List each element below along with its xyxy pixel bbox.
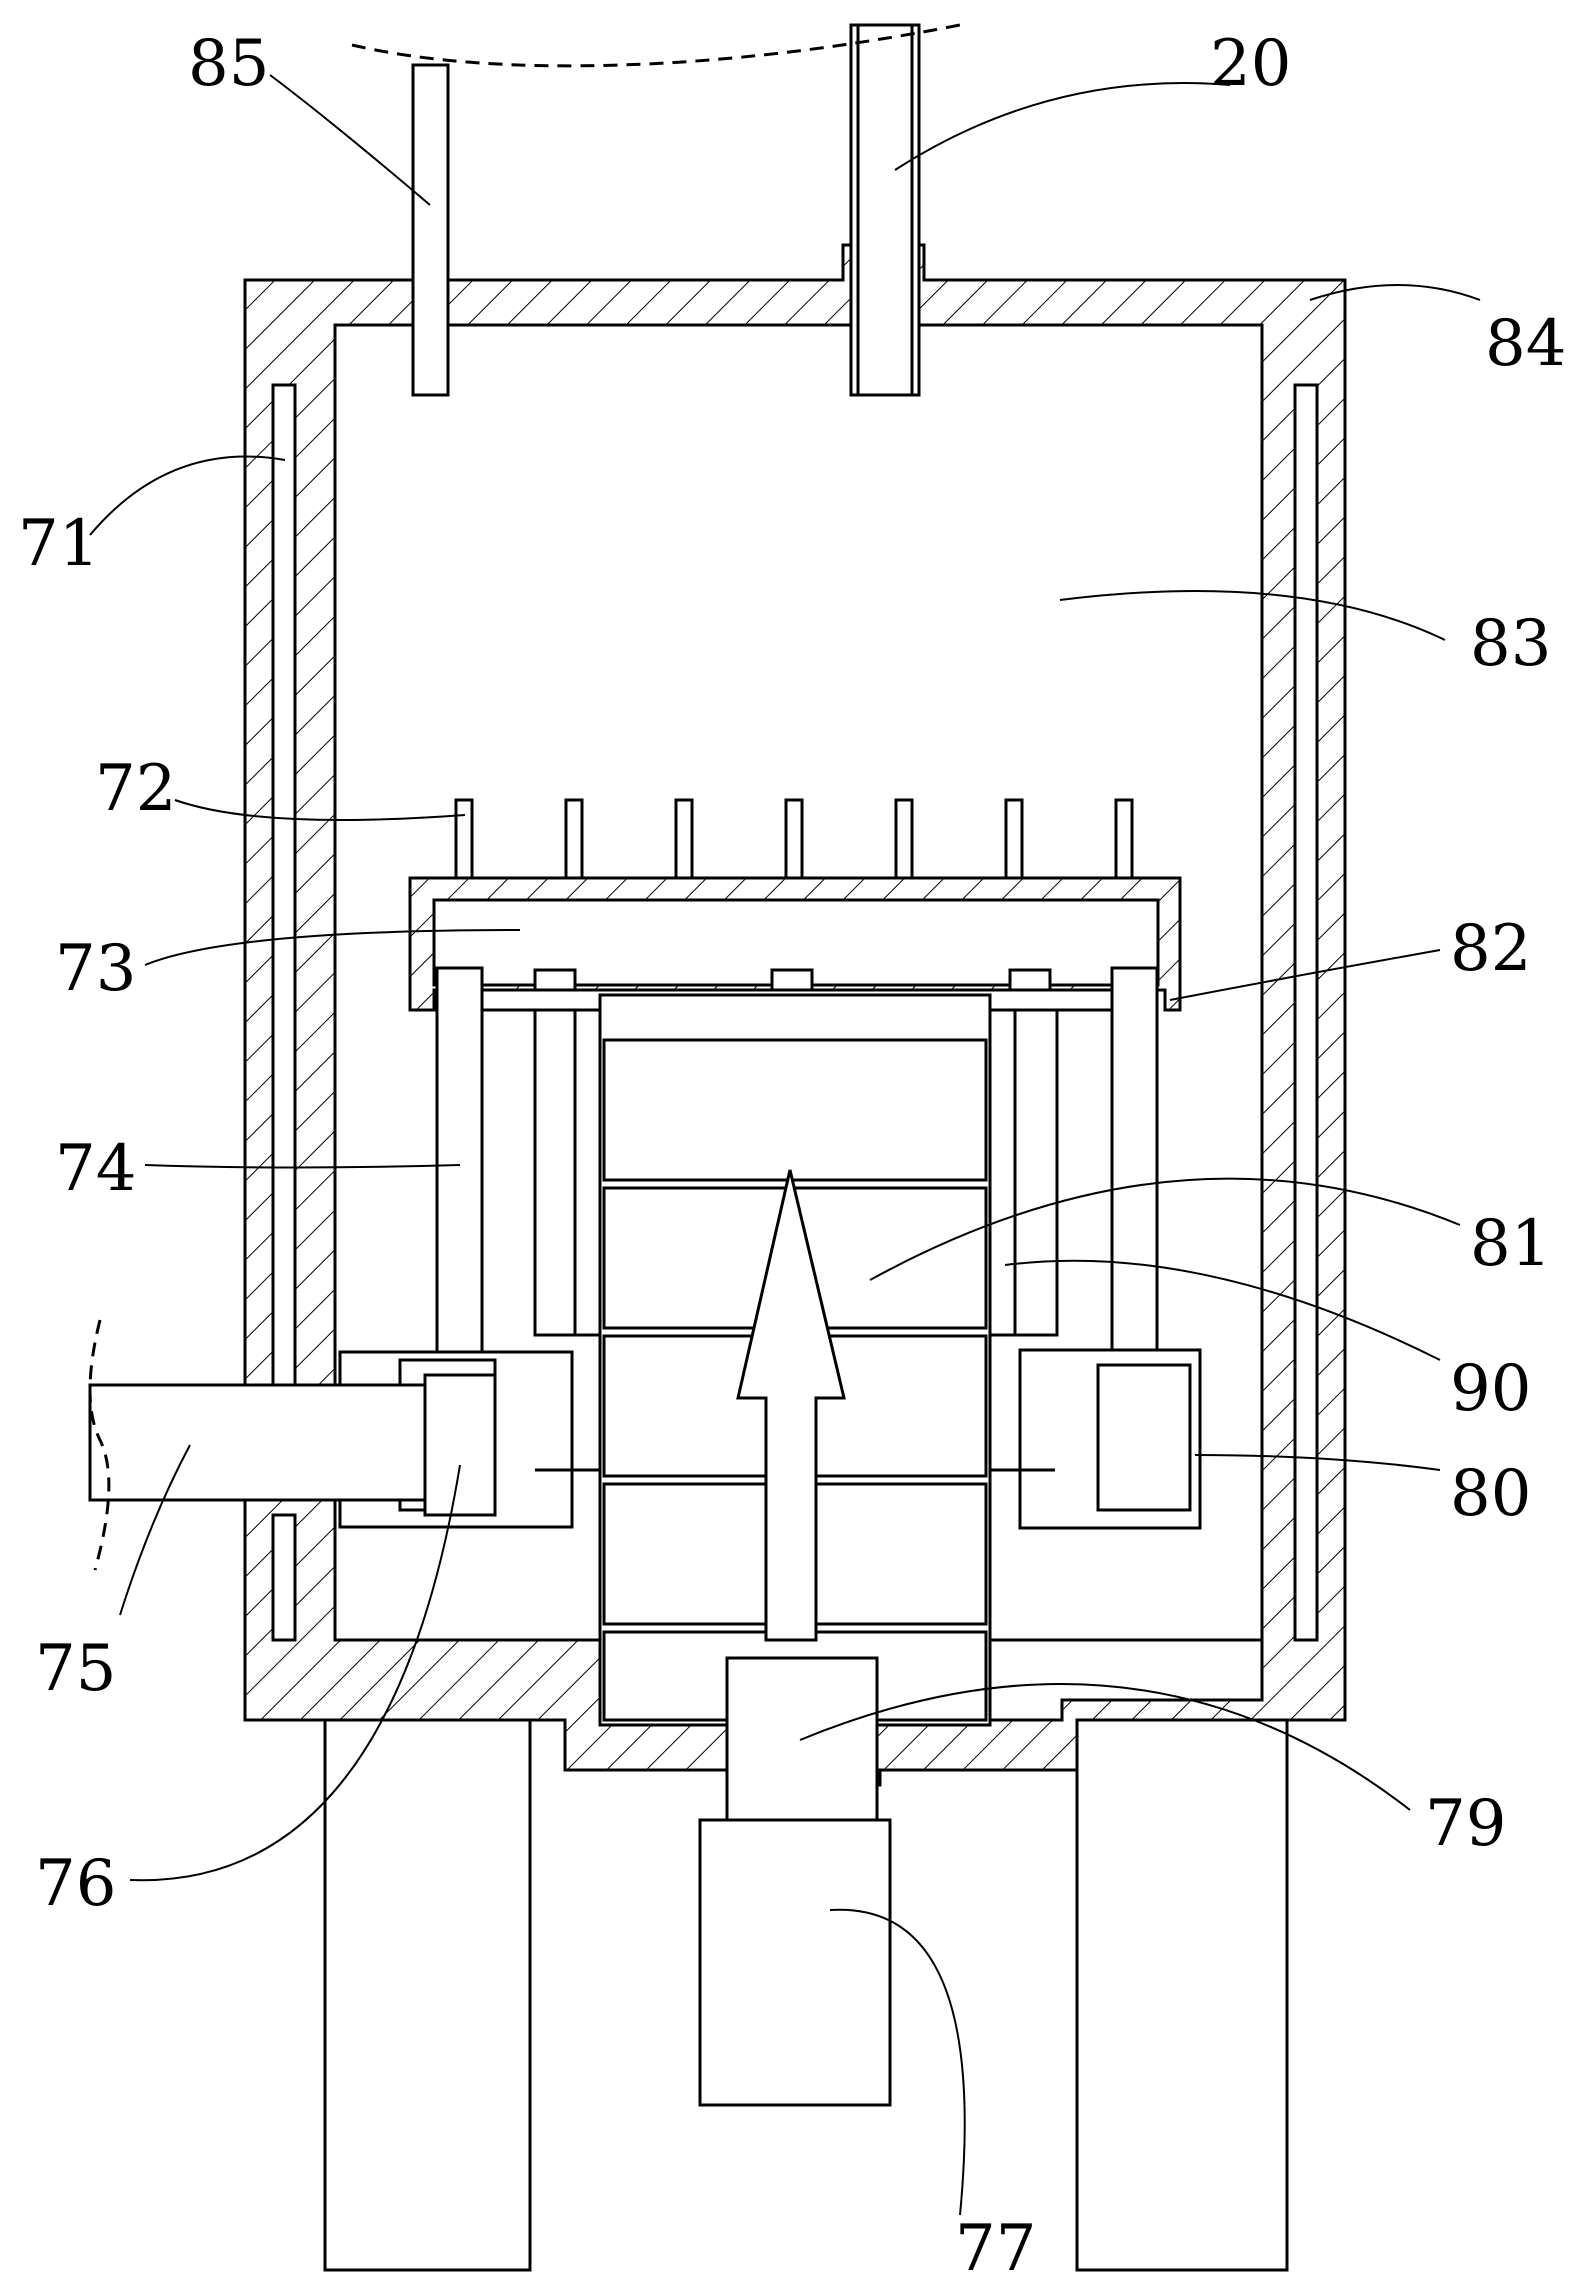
block-80 [1096,1363,1192,1512]
heater-left [271,383,297,1387]
pipe-20 [849,23,921,397]
break-line-top [351,23,961,68]
label-80: 80 [1450,1457,1531,1531]
label-76: 76 [35,1847,116,1921]
piston-right [1110,966,1159,1375]
label-85: 85 [188,27,269,101]
label-82: 82 [1450,912,1531,986]
motor-77 [698,1818,892,2107]
label-71: 71 [18,507,99,581]
fins [454,798,1134,880]
heater-right [1293,383,1319,1642]
label-74: 74 [55,1132,136,1206]
label-77: 77 [955,2212,1036,2286]
connector-76 [423,1373,497,1517]
leg-right [1075,1718,1289,2272]
pipe-85 [411,63,450,397]
label-84: 84 [1485,307,1566,381]
reference-labels: 85 20 84 71 83 72 73 82 74 81 90 80 75 7… [18,27,1566,2286]
label-73: 73 [55,932,136,1006]
label-90: 90 [1450,1352,1531,1426]
heater-left-lower [271,1513,297,1642]
pipe-75 [88,1383,427,1502]
label-75: 75 [35,1632,116,1706]
label-20: 20 [1210,27,1291,101]
piston-left [435,966,484,1375]
label-81: 81 [1470,1207,1551,1281]
leg-left [323,1718,532,2272]
label-83: 83 [1470,607,1551,681]
flow-arrow [736,1169,846,1642]
label-72: 72 [95,752,176,826]
leader-lines [89,74,1481,2216]
label-79: 79 [1425,1787,1506,1861]
